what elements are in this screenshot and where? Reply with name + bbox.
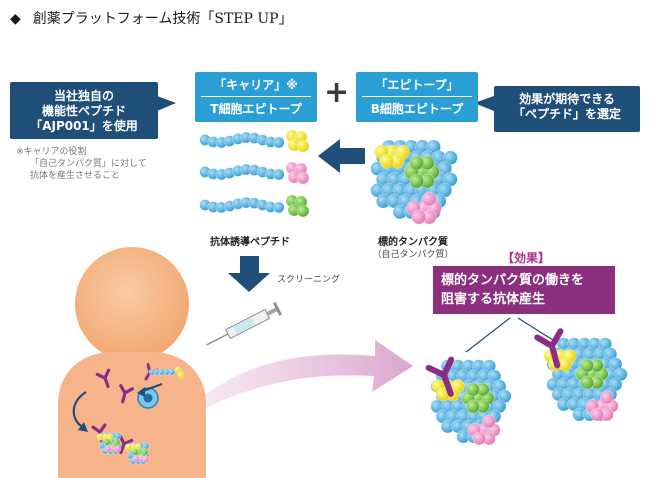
protein-patch-bead — [421, 191, 437, 207]
small-antibody-icon — [95, 368, 111, 389]
protein-subcaption: （自己タンパク質） — [372, 250, 454, 260]
carrier-title: 「キャリア」※ — [214, 78, 298, 92]
protein-patch-bead — [466, 399, 480, 414]
carrier-note: ※キャリアの役割 「自己タンパク質」に対して 抗体を産生させること — [16, 146, 147, 182]
protein-patch-bead — [409, 155, 425, 171]
curved-arrowhead-icon — [78, 422, 88, 432]
epitope-box: 「エピトープ」 B細胞エピトープ — [356, 72, 478, 122]
heading-title: 創薬プラットフォーム技術「STEP UP」 — [32, 11, 293, 27]
epitope-bead — [296, 139, 310, 153]
target-protein-cluster — [370, 139, 458, 225]
right-box-pointer — [474, 96, 494, 111]
epitope-subtitle: B細胞エピトープ — [370, 102, 464, 116]
peptide-caption: 抗体誘導ペプチド — [210, 237, 290, 248]
protein-patch-bead — [580, 375, 594, 390]
protein-patch-bead — [131, 448, 139, 456]
protein-patch-bead — [590, 407, 604, 422]
diamond-bullet-icon: ◆ — [10, 11, 21, 27]
left-box-pointer — [157, 96, 176, 111]
effect-label: 【効果】 — [502, 251, 551, 265]
ajp001-line-2: 機能性ペプチド — [41, 104, 126, 118]
small-antibody-icon — [119, 384, 134, 404]
protein-patch-bead — [96, 433, 104, 441]
protein-patch-bead — [103, 438, 111, 446]
protein-patch-bead — [124, 443, 132, 451]
carrier-box: 「キャリア」※ T細胞エピトープ — [195, 72, 317, 122]
epitope-bead — [296, 171, 310, 185]
protein-patch-bead — [472, 431, 486, 446]
select-peptide-line-2: 「ペプチド」を選定 — [512, 107, 621, 121]
ajp001-line-3: 「AJP001」を使用 — [30, 119, 138, 133]
antibody-icon — [534, 328, 564, 369]
carrier-divider — [201, 96, 311, 97]
mini-protein-icon — [124, 442, 150, 465]
protein-caption: 標的タンパク質 — [378, 237, 448, 248]
protein-patch-bead — [466, 382, 480, 397]
protein-patch-bead — [411, 209, 427, 225]
effect-box: 標的タンパク質の働きを 阻害する抗体産生 — [433, 266, 615, 314]
syringe-icon — [206, 301, 282, 346]
protein-patch-bead — [104, 445, 112, 453]
effect-swoosh-arrow — [165, 340, 413, 430]
body-immune-items — [72, 363, 185, 465]
curved-arrow-icon — [72, 391, 87, 429]
effect-protein-right — [543, 337, 628, 422]
effect-protein-left — [430, 359, 512, 446]
screening-label: スクリーニング — [277, 275, 341, 285]
protein-patch-bead — [132, 455, 140, 463]
antibody-icon — [425, 356, 455, 397]
mini-peptide-bead — [168, 368, 176, 376]
peptide-bead — [272, 201, 285, 214]
effect-connector-left — [465, 317, 511, 353]
person-head — [75, 247, 189, 361]
protein-patch-bead — [482, 414, 496, 429]
carrier-note-line-2: 「自己タンパク質」に対して — [30, 159, 147, 169]
down-arrow-icon — [228, 256, 270, 292]
carrier-note-line-1: ※キャリアの役割 — [16, 147, 87, 157]
ajp001-box: 当社独自の 機能性ペプチド 「AJP001」を使用 — [10, 82, 158, 139]
epitope-bead — [296, 204, 310, 218]
ajp001-line-1: 当社独自の — [53, 89, 114, 103]
effect-line-1: 標的タンパク質の働きを — [441, 273, 585, 288]
plus-sign: + — [324, 75, 350, 110]
person-body — [58, 352, 206, 478]
protein-patch-bead — [600, 390, 614, 405]
protein-patch-bead — [409, 173, 425, 189]
peptide-chains — [199, 129, 310, 218]
effect-line-2: 阻害する抗体産生 — [441, 292, 546, 307]
protein-patch-bead — [379, 153, 395, 169]
protein-patch-bead — [114, 445, 122, 453]
epitope-divider — [362, 96, 472, 97]
left-arrow-icon — [318, 139, 365, 173]
peptide-bead — [272, 168, 285, 181]
protein-patch-bead — [580, 358, 594, 373]
mini-epitope-bead — [177, 371, 185, 379]
carrier-subtitle: T細胞エピトープ — [210, 102, 302, 116]
page-heading: ◆ 創薬プラットフォーム技術「STEP UP」 — [10, 8, 293, 28]
protein-patch-bead — [142, 455, 150, 463]
epitope-title: 「エピトープ」 — [375, 78, 459, 92]
b-cell-nucleus — [143, 393, 153, 403]
effect-connector-right — [517, 317, 557, 343]
small-arrowhead-icon — [137, 387, 145, 397]
select-peptide-line-1: 効果が期待できる — [519, 92, 615, 106]
carrier-note-line-3: 抗体を産生させること — [30, 171, 121, 181]
select-peptide-box: 効果が期待できる 「ペプチド」を選定 — [494, 86, 640, 132]
mini-protein-icon — [96, 432, 122, 455]
peptide-bead — [272, 136, 285, 149]
